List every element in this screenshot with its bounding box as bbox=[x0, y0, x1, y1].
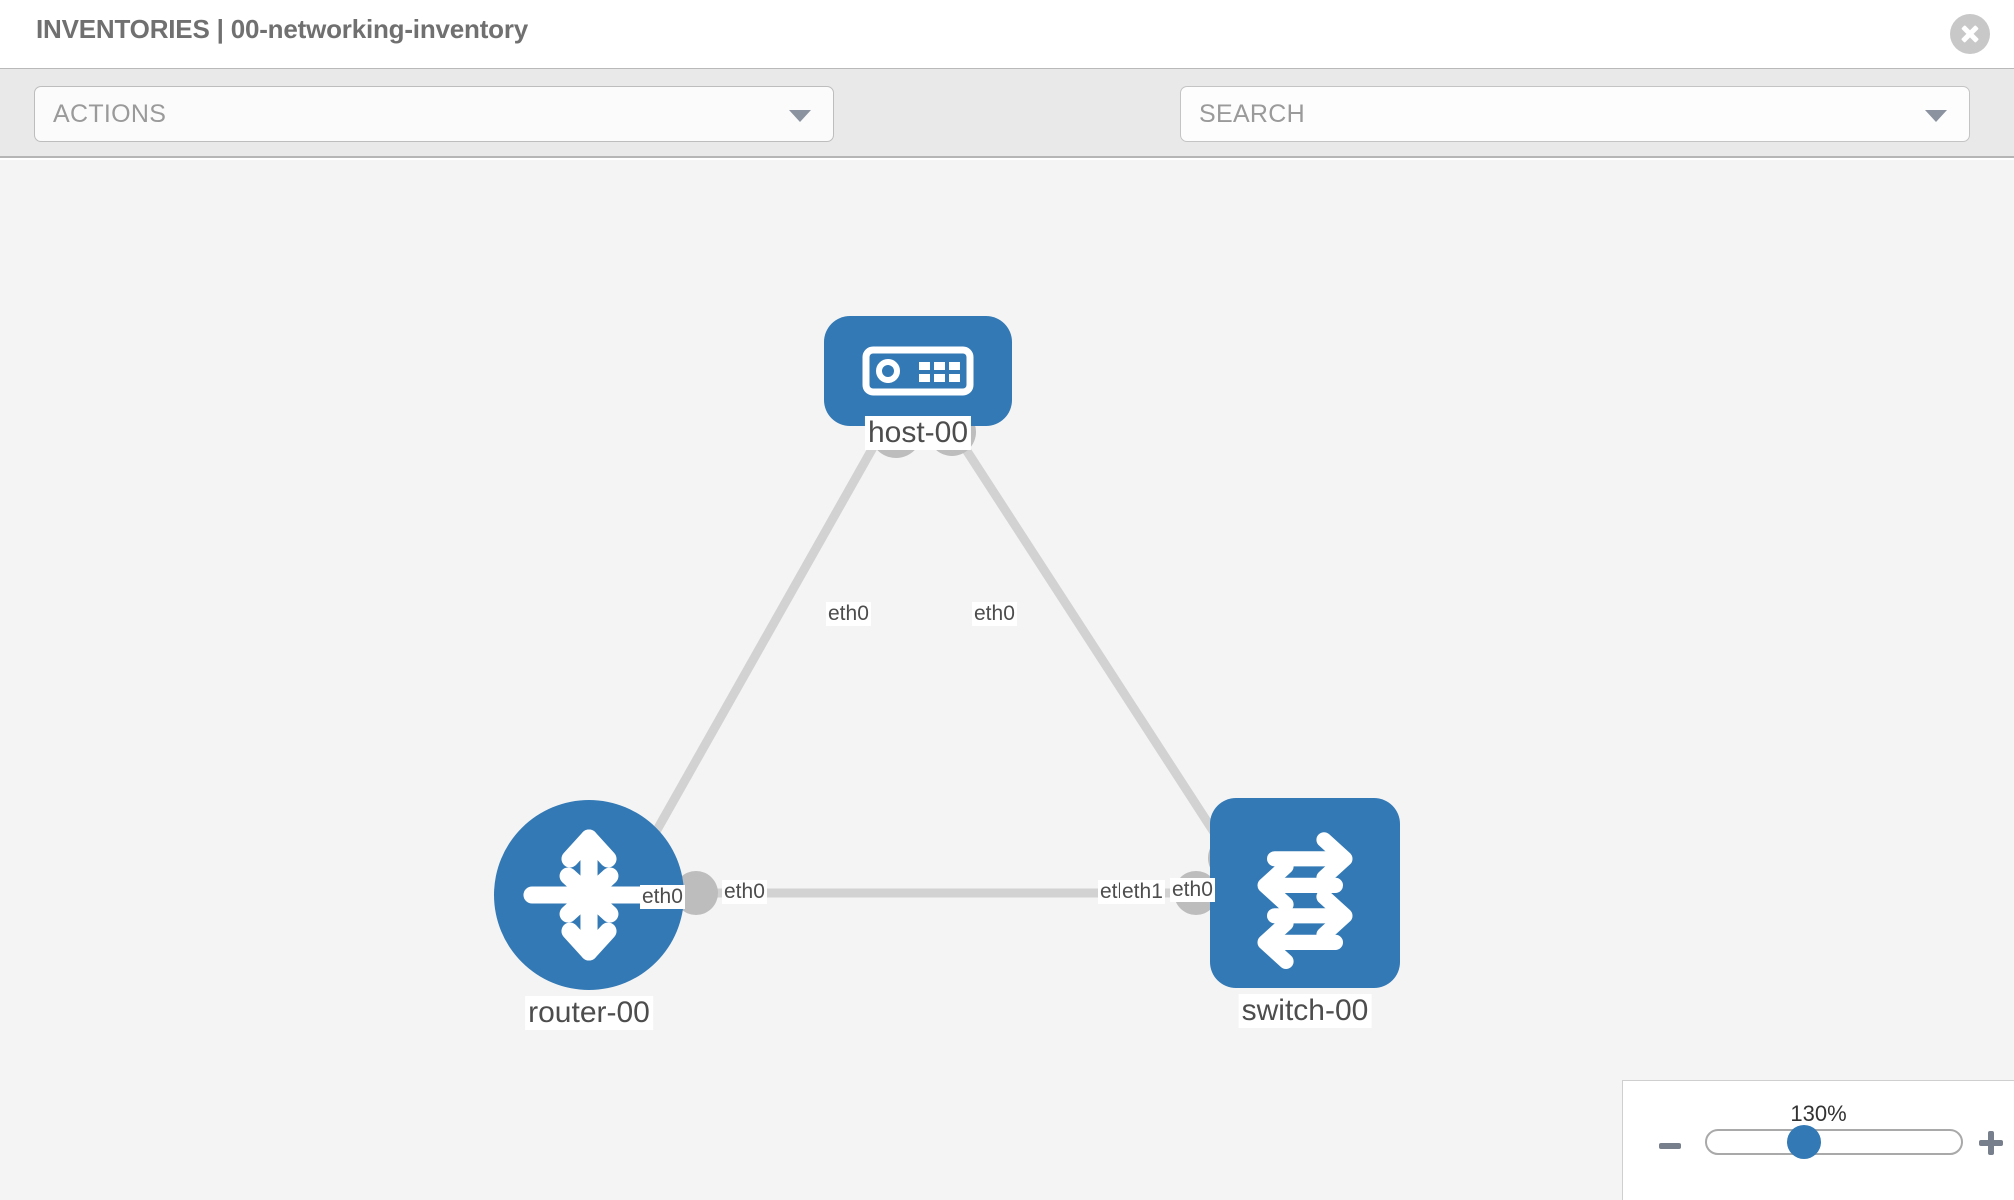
toolbar: ACTIONS SEARCH bbox=[0, 68, 2014, 196]
topology-node-switch-00[interactable]: switch-00 bbox=[1210, 798, 1400, 1028]
chevron-down-icon[interactable] bbox=[1925, 110, 1947, 122]
interface-label: eth1 bbox=[1120, 880, 1165, 904]
zoom-in-button[interactable] bbox=[1979, 1131, 2003, 1155]
topology-node-host-00[interactable]: host-00 bbox=[824, 316, 1012, 450]
router-icon bbox=[523, 829, 655, 961]
zoom-percent-label: 130% bbox=[1790, 1101, 1847, 1126]
interface-label: eth0 bbox=[972, 602, 1017, 626]
node-label-host-00: host-00 bbox=[864, 416, 972, 450]
interface-label: eth0 bbox=[722, 880, 767, 904]
close-icon[interactable] bbox=[1950, 14, 1990, 54]
zoom-control: 130% bbox=[1622, 1080, 2014, 1200]
actions-dropdown-label: ACTIONS bbox=[53, 100, 167, 128]
page-header: INVENTORIES | 00-networking-inventory bbox=[0, 0, 2014, 68]
node-label-switch-00: switch-00 bbox=[1238, 994, 1372, 1028]
interface-label: eth0 bbox=[640, 885, 685, 909]
actions-dropdown[interactable]: ACTIONS bbox=[34, 86, 834, 142]
interface-label: eth0 bbox=[826, 602, 871, 626]
zoom-out-button[interactable] bbox=[1659, 1143, 1681, 1149]
switch-icon bbox=[1257, 832, 1353, 969]
page-title: INVENTORIES | 00-networking-inventory bbox=[36, 14, 529, 44]
host-node-shape bbox=[824, 316, 1012, 426]
zoom-slider-track[interactable] bbox=[1705, 1129, 1963, 1155]
topology-canvas[interactable]: host-00 router-00 bbox=[0, 160, 2014, 1200]
search-input[interactable]: SEARCH bbox=[1180, 86, 1970, 142]
chevron-down-icon bbox=[789, 110, 811, 122]
node-label-router-00: router-00 bbox=[525, 996, 653, 1030]
search-placeholder: SEARCH bbox=[1199, 100, 1305, 128]
topology-node-router-00[interactable]: router-00 bbox=[494, 800, 684, 1030]
interface-label: eth0 bbox=[1170, 878, 1215, 902]
server-icon bbox=[862, 346, 974, 396]
zoom-slider-thumb[interactable] bbox=[1787, 1125, 1821, 1159]
